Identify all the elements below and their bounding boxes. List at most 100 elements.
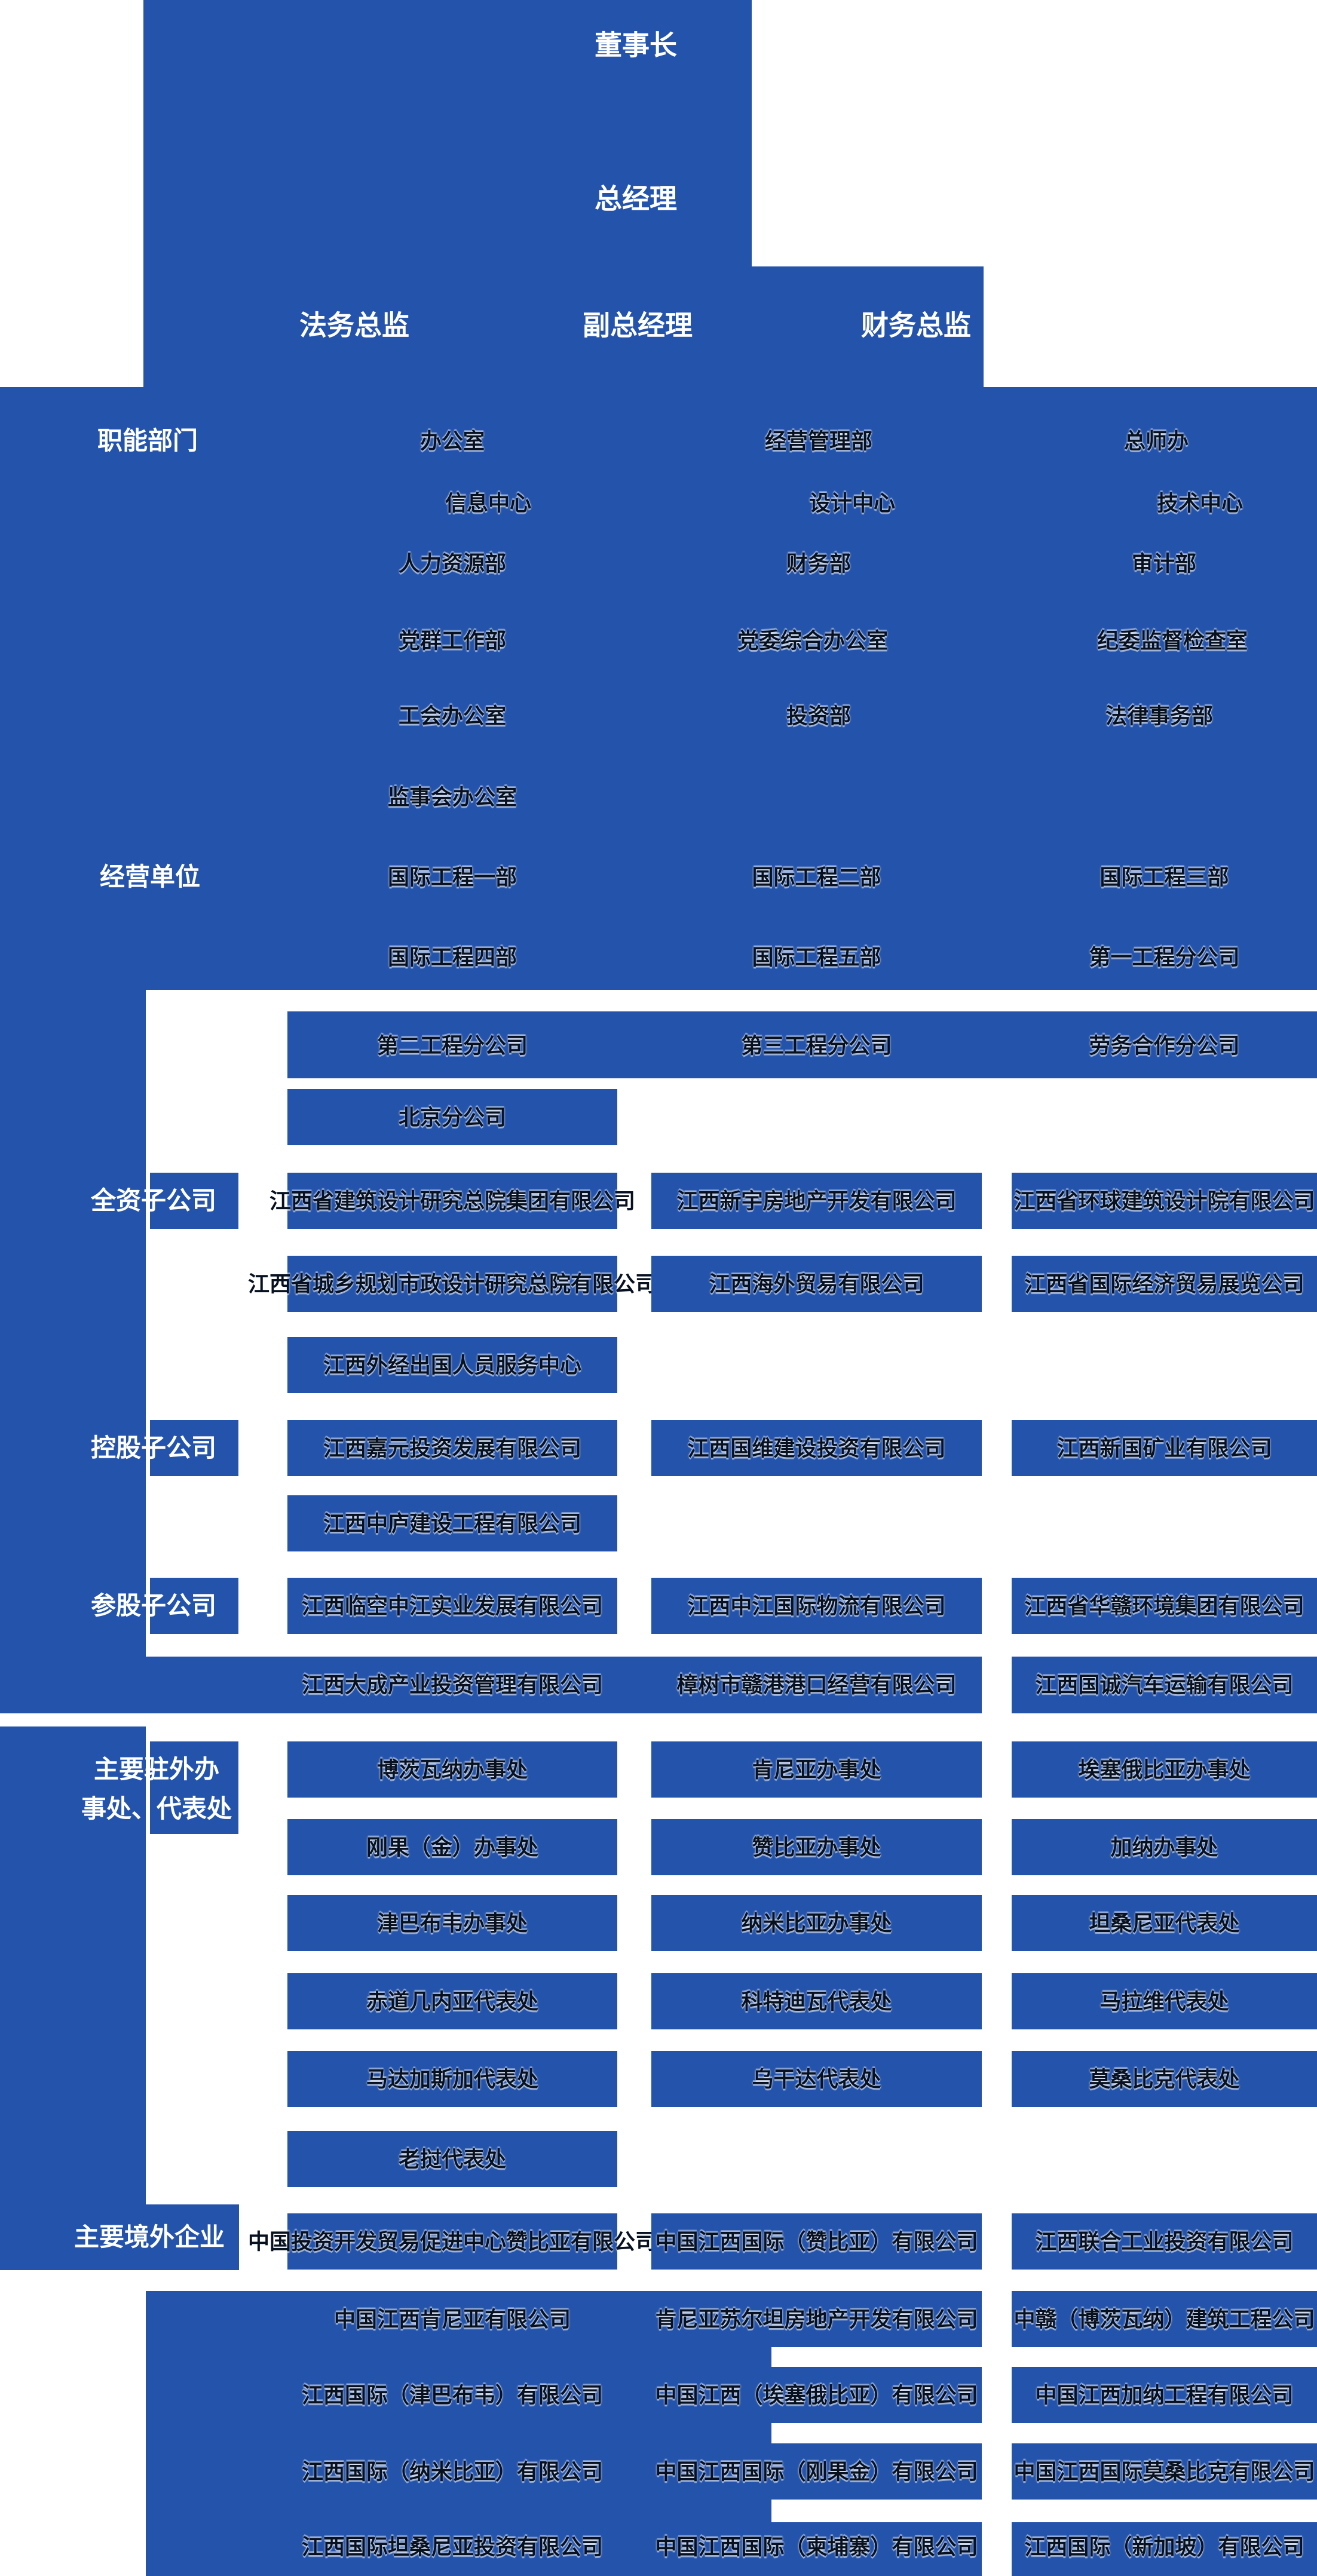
org-node-label: 江西联合工业投资有限公司: [1035, 2229, 1294, 2254]
org-node-label: 办公室: [419, 428, 485, 453]
org-node-label: 中国江西国际（刚果金）有限公司: [655, 2459, 978, 2484]
org-node-box: [651, 1973, 982, 2029]
org-node-label: 坦桑尼亚代表处: [1089, 1910, 1240, 1936]
label-box-cangu: [150, 1578, 238, 1634]
org-node-label: 江西国际（津巴布韦）有限公司: [301, 2382, 604, 2408]
section-label: 经营单位: [99, 862, 201, 891]
org-node-box: [1012, 2291, 1317, 2347]
org-node-box: [287, 1578, 617, 1634]
org-node-box: [1012, 1895, 1317, 1951]
org-node-label: 博茨瓦纳办事处: [376, 1757, 528, 1782]
org-node-label: 第三工程分公司: [741, 1033, 892, 1058]
org-node-box: [1012, 1256, 1317, 1312]
label-box-konggu: [150, 1420, 238, 1476]
org-node-label: 江西国维建设投资有限公司: [687, 1436, 946, 1461]
executive-title: 财务总监: [861, 309, 971, 341]
executive-title: 法务总监: [299, 309, 409, 341]
org-node-box: [651, 2443, 982, 2500]
org-node-label: 人力资源部: [398, 551, 507, 576]
org-node-box: [1012, 1420, 1317, 1476]
org-node-label: 中国江西国际（柬埔寨）有限公司: [655, 2534, 978, 2559]
org-node-label: 中赣（博茨瓦纳）建筑工程公司: [1013, 2307, 1315, 2332]
org-node-label: 肯尼亚办事处: [752, 1757, 881, 1782]
org-node-label: 江西省国际经济贸易展览公司: [1024, 1271, 1304, 1296]
org-node-box: [651, 2051, 982, 2107]
org-node-label: 江西国际（新加坡）有限公司: [1024, 2534, 1304, 2559]
section-label: 主要境外企业: [73, 2222, 225, 2251]
bg-exec-row: [245, 266, 984, 387]
org-node-box: [651, 1256, 982, 1312]
org-node-box: [651, 2213, 982, 2270]
org-node-box: [287, 1495, 617, 1551]
org-node-label: 埃塞俄比亚办事处: [1078, 1757, 1251, 1782]
org-node-label: 国际工程四部: [387, 944, 517, 970]
org-node-box: [287, 1337, 617, 1393]
org-node-label: 江西新国矿业有限公司: [1056, 1436, 1272, 1461]
org-node-label: 技术中心: [1156, 490, 1244, 516]
org-node-label: 纪委监督检查室: [1097, 628, 1248, 653]
org-node-label: 工会办公室: [398, 703, 507, 728]
org-node-label: 第一工程分公司: [1089, 944, 1240, 970]
org-node-label: 中国江西国际莫桑比克有限公司: [1013, 2459, 1315, 2484]
org-node-label: 法律事务部: [1105, 703, 1214, 728]
org-node-label: 赤道几内亚代表处: [366, 1989, 539, 2014]
org-node-label: 江西大成产业投资管理有限公司: [301, 1672, 604, 1697]
org-node-box: [1012, 1973, 1317, 2029]
org-node-box: [651, 1578, 982, 1634]
org-node-label: 科特迪瓦代表处: [741, 1989, 892, 2014]
org-node-label: 劳务合作分公司: [1089, 1033, 1240, 1058]
org-node-label: 马拉维代表处: [1099, 1989, 1229, 2014]
org-node-label: 江西中庐建设工程有限公司: [323, 1511, 582, 1536]
bg-functional-block: [0, 387, 1317, 990]
org-node-label: 党委综合办公室: [737, 628, 889, 653]
org-node-label: 江西嘉元投资发展有限公司: [323, 1436, 582, 1461]
org-node-label: 江西临空中江实业发展有限公司: [301, 1593, 604, 1618]
org-node-label: 江西省建筑设计研究总院集团有限公司: [269, 1188, 636, 1213]
org-node-box: [287, 2213, 617, 2270]
bg-left-strip-a: [0, 990, 146, 1713]
section-label: 控股子公司: [90, 1433, 217, 1462]
org-node-box: [1012, 1173, 1317, 1229]
org-node-label: 中国江西肯尼亚有限公司: [333, 2307, 571, 2332]
org-node-label: 老挝代表处: [398, 2146, 507, 2172]
org-node-box: [1012, 2213, 1317, 2270]
org-node-label: 党群工作部: [398, 628, 507, 653]
org-node-label: 加纳办事处: [1110, 1835, 1218, 1860]
org-node-label: 江西中江国际物流有限公司: [687, 1593, 946, 1618]
org-node-label: 中国江西加纳工程有限公司: [1035, 2382, 1294, 2408]
org-node-label: 江西国际坦桑尼亚投资有限公司: [301, 2534, 604, 2559]
org-node-label: 江西外经出国人员服务中心: [323, 1353, 582, 1378]
org-node-label: 赞比亚办事处: [752, 1835, 881, 1860]
section-label: 事处、代表处: [81, 1794, 232, 1823]
org-node-label: 总师办: [1123, 428, 1189, 453]
org-node-box: [287, 1895, 617, 1951]
org-node-label: 国际工程五部: [752, 944, 881, 970]
org-node-box: [287, 1741, 617, 1798]
org-node-label: 江西省环球建筑设计院有限公司: [1013, 1188, 1315, 1213]
bg-merge-overseas: [146, 2291, 982, 2347]
org-node-box: [1012, 2443, 1317, 2500]
bg-merge-cangu: [146, 1657, 982, 1713]
bg-left-strip-b: [0, 1726, 146, 2204]
org-node-label: 江西海外贸易有限公司: [709, 1271, 924, 1296]
org-node-label: 设计中心: [808, 490, 896, 516]
org-node-label: 投资部: [786, 703, 852, 728]
org-node-label: 国际工程一部: [387, 864, 517, 890]
org-node-label: 审计部: [1131, 551, 1197, 576]
org-node-box: [1012, 2051, 1317, 2107]
org-node-box: [287, 2051, 617, 2107]
executive-title: 董事长: [595, 29, 677, 61]
org-node-box: [651, 2367, 982, 2423]
org-node-box: [651, 1895, 982, 1951]
org-node-box: [651, 1741, 982, 1798]
org-node-box: [287, 1256, 617, 1312]
org-node-box: [287, 1973, 617, 2029]
org-node-box: [287, 1173, 617, 1229]
label-box-quanzi: [150, 1173, 238, 1229]
section-label: 职能部门: [97, 426, 198, 455]
org-node-label: 江西新宇房地产开发有限公司: [676, 1188, 957, 1213]
org-node-label: 樟树市赣港港口经营有限公司: [676, 1672, 957, 1697]
section-label: 参股子公司: [90, 1591, 217, 1620]
executive-title: 总经理: [595, 183, 677, 214]
